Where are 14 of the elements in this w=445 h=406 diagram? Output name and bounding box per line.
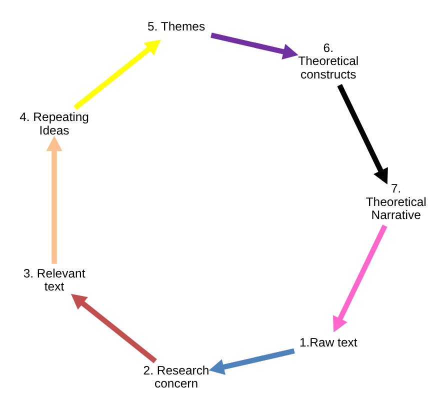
arrow xyxy=(210,32,298,60)
arrow xyxy=(208,348,294,375)
node-text: 2. Research concern xyxy=(142,364,209,391)
arrow xyxy=(332,224,387,332)
node-text: 3. Relevant text xyxy=(22,266,85,294)
arrow xyxy=(336,84,388,184)
arrow xyxy=(46,136,62,264)
node-text: 5. Themes xyxy=(146,19,205,34)
node-text: 4. Repeating Ideas xyxy=(19,110,88,138)
arrow xyxy=(70,294,156,364)
node-text: 7. Theoretical Narrative xyxy=(365,182,426,222)
arrow xyxy=(73,40,160,110)
node-text: 1.Raw text xyxy=(298,335,357,350)
node-text: 6. Theoretical constructs xyxy=(298,41,358,82)
